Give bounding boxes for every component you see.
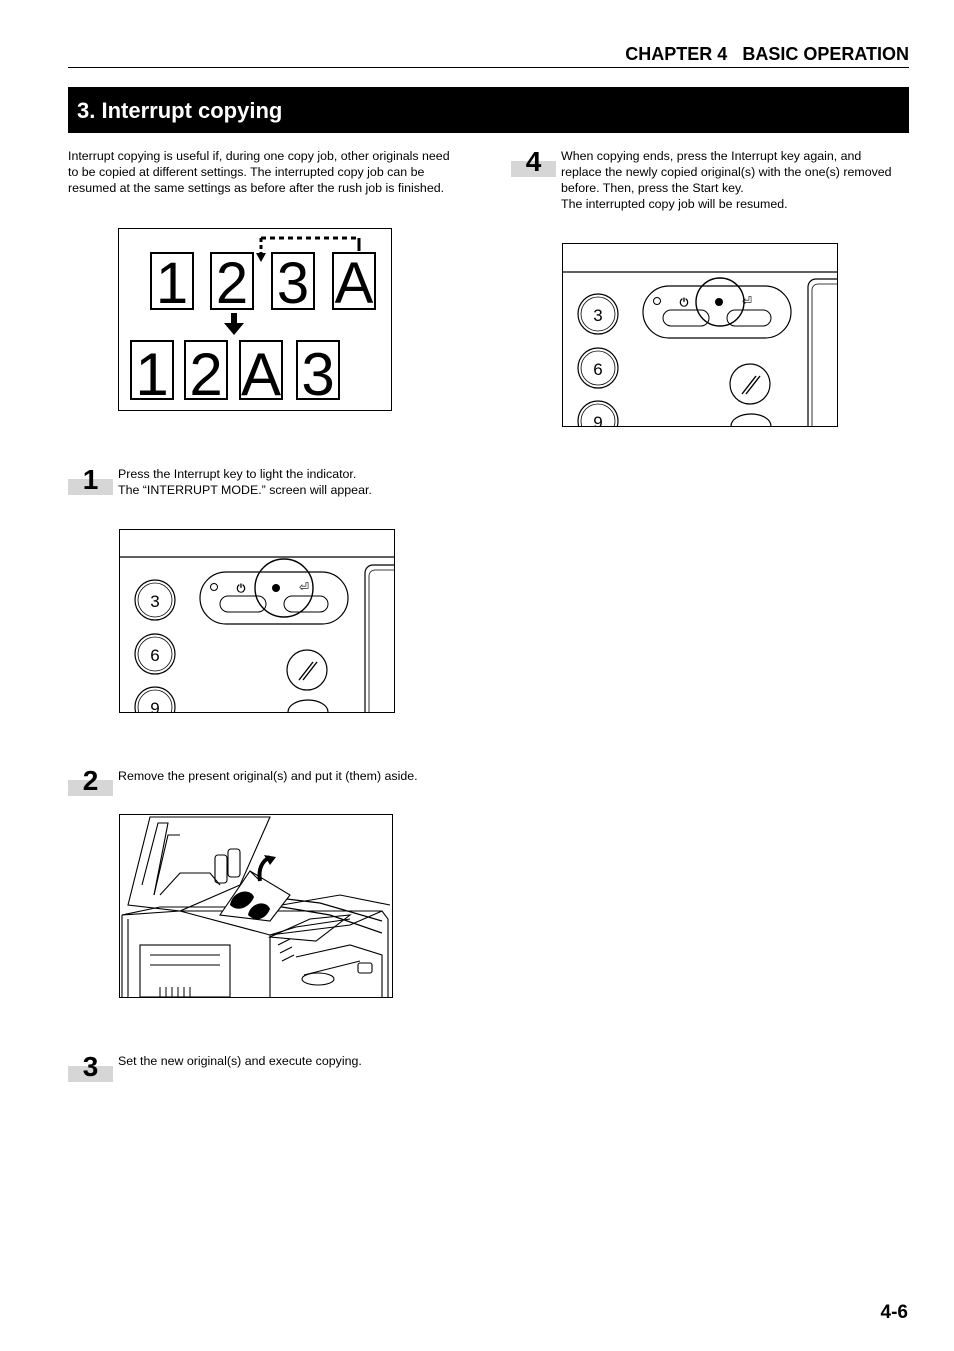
interrupt-indicator-icon — [272, 584, 280, 592]
copier-vents — [159, 987, 191, 997]
down-arrow-icon — [224, 323, 244, 335]
step-3-badge — [68, 1066, 113, 1082]
page-number: 4-6 — [880, 1302, 908, 1323]
step-1-badge — [68, 479, 113, 495]
intro-paragraph: Interrupt copying is useful if, during o… — [68, 148, 488, 196]
top-box-1 — [150, 252, 194, 310]
bottom-box-3 — [239, 340, 283, 400]
key-3-label: 3 — [593, 306, 602, 325]
top-label-1: 1 — [156, 251, 188, 316]
original-sheet-mark — [248, 903, 270, 920]
key-6-label: 6 — [593, 360, 602, 379]
interrupt-indicator-icon — [715, 298, 723, 306]
key-3-button — [577, 293, 619, 335]
step-2-line: Remove the present original(s) and put i… — [118, 769, 418, 783]
original-sheet-mark — [230, 891, 254, 909]
bottom-box-4 — [296, 340, 340, 400]
header-rule — [68, 67, 909, 68]
panel-side-edge — [364, 564, 394, 712]
key-3-button — [134, 579, 176, 621]
step-2-text: Remove the present original(s) and put i… — [118, 768, 498, 784]
step-1-line: The “INTERRUPT MODE.” screen will appear… — [118, 483, 372, 497]
interrupt-icon: ⏎ — [742, 294, 752, 308]
key-9-label: 9 — [593, 413, 602, 426]
key-6-label: 6 — [150, 646, 159, 665]
down-arrow-shaft — [231, 313, 237, 325]
section-title: 3. Interrupt copying — [77, 98, 283, 123]
lift-arrow-icon — [264, 855, 276, 865]
step-2-badge — [68, 780, 113, 796]
energy-saver-key — [662, 309, 710, 327]
top-label-3: 3 — [277, 251, 309, 316]
step-2-number: 2 — [82, 765, 99, 796]
key-6-button — [134, 633, 176, 675]
step-4-number: 4 — [525, 146, 542, 177]
key-3-label: 3 — [150, 592, 159, 611]
chapter-header: CHAPTER 4 BASIC OPERATION — [625, 44, 909, 64]
top-label-2: 2 — [216, 251, 248, 316]
step-4-line: before. Then, press the Start key. — [561, 181, 744, 195]
highlight-circle — [254, 558, 314, 618]
control-panel-figure-2: 3 6 9 ⏻ ⏎ — [562, 243, 838, 427]
top-box-4 — [332, 252, 376, 310]
step-4-badge — [511, 161, 556, 177]
top-label-4: A — [335, 251, 374, 316]
energy-saver-icon: ⏻ — [680, 296, 689, 309]
step-1-line: Press the Interrupt key to light the ind… — [118, 467, 357, 481]
bottom-label-4: 3 — [301, 341, 334, 408]
section-title-bar — [68, 87, 909, 133]
intro-line: Interrupt copying is useful if, during o… — [68, 149, 450, 163]
highlight-circle — [695, 277, 745, 327]
step-4-line: replace the newly copied original(s) wit… — [561, 165, 892, 179]
step-3-text: Set the new original(s) and execute copy… — [118, 1053, 498, 1069]
key-9-label: 9 — [150, 699, 159, 712]
step-4-line: When copying ends, press the Interrupt k… — [561, 149, 862, 163]
insert-arrow-icon — [256, 253, 266, 262]
energy-saver-key — [219, 595, 267, 613]
energy-saver-icon: ⏻ — [237, 582, 246, 595]
bottom-label-1: 1 — [135, 341, 168, 408]
step-1-text: Press the Interrupt key to light the ind… — [118, 466, 478, 498]
bottom-box-1 — [130, 340, 174, 400]
interrupt-key — [283, 595, 329, 613]
step-3-number: 3 — [82, 1051, 99, 1082]
control-panel-figure-1: 3 6 9 ⏻ ⏎ — [119, 529, 395, 713]
step-1-number: 1 — [82, 464, 99, 495]
top-box-2 — [210, 252, 254, 310]
copier-illustration — [119, 814, 393, 998]
bottom-label-3: A — [241, 341, 281, 408]
intro-line: to be copied at different settings. The … — [68, 165, 425, 179]
step-4-text: When copying ends, press the Interrupt k… — [561, 148, 921, 212]
key-6-button — [577, 347, 619, 389]
panel-side-edge — [807, 278, 837, 426]
step-4-line: The interrupted copy job will be resumed… — [561, 197, 788, 211]
intro-line: resumed at the same settings as before a… — [68, 181, 445, 195]
interrupt-key — [726, 309, 772, 327]
bottom-box-2 — [184, 340, 228, 400]
page-order-diagram: 1 2 3 A 1 2 A 3 — [118, 228, 392, 411]
interrupt-icon: ⏎ — [299, 580, 309, 594]
top-box-3 — [271, 252, 315, 310]
step-3-line: Set the new original(s) and execute copy… — [118, 1054, 362, 1068]
energy-indicator-icon — [210, 583, 218, 591]
energy-indicator-icon — [653, 297, 661, 305]
bottom-label-2: 2 — [189, 341, 222, 408]
